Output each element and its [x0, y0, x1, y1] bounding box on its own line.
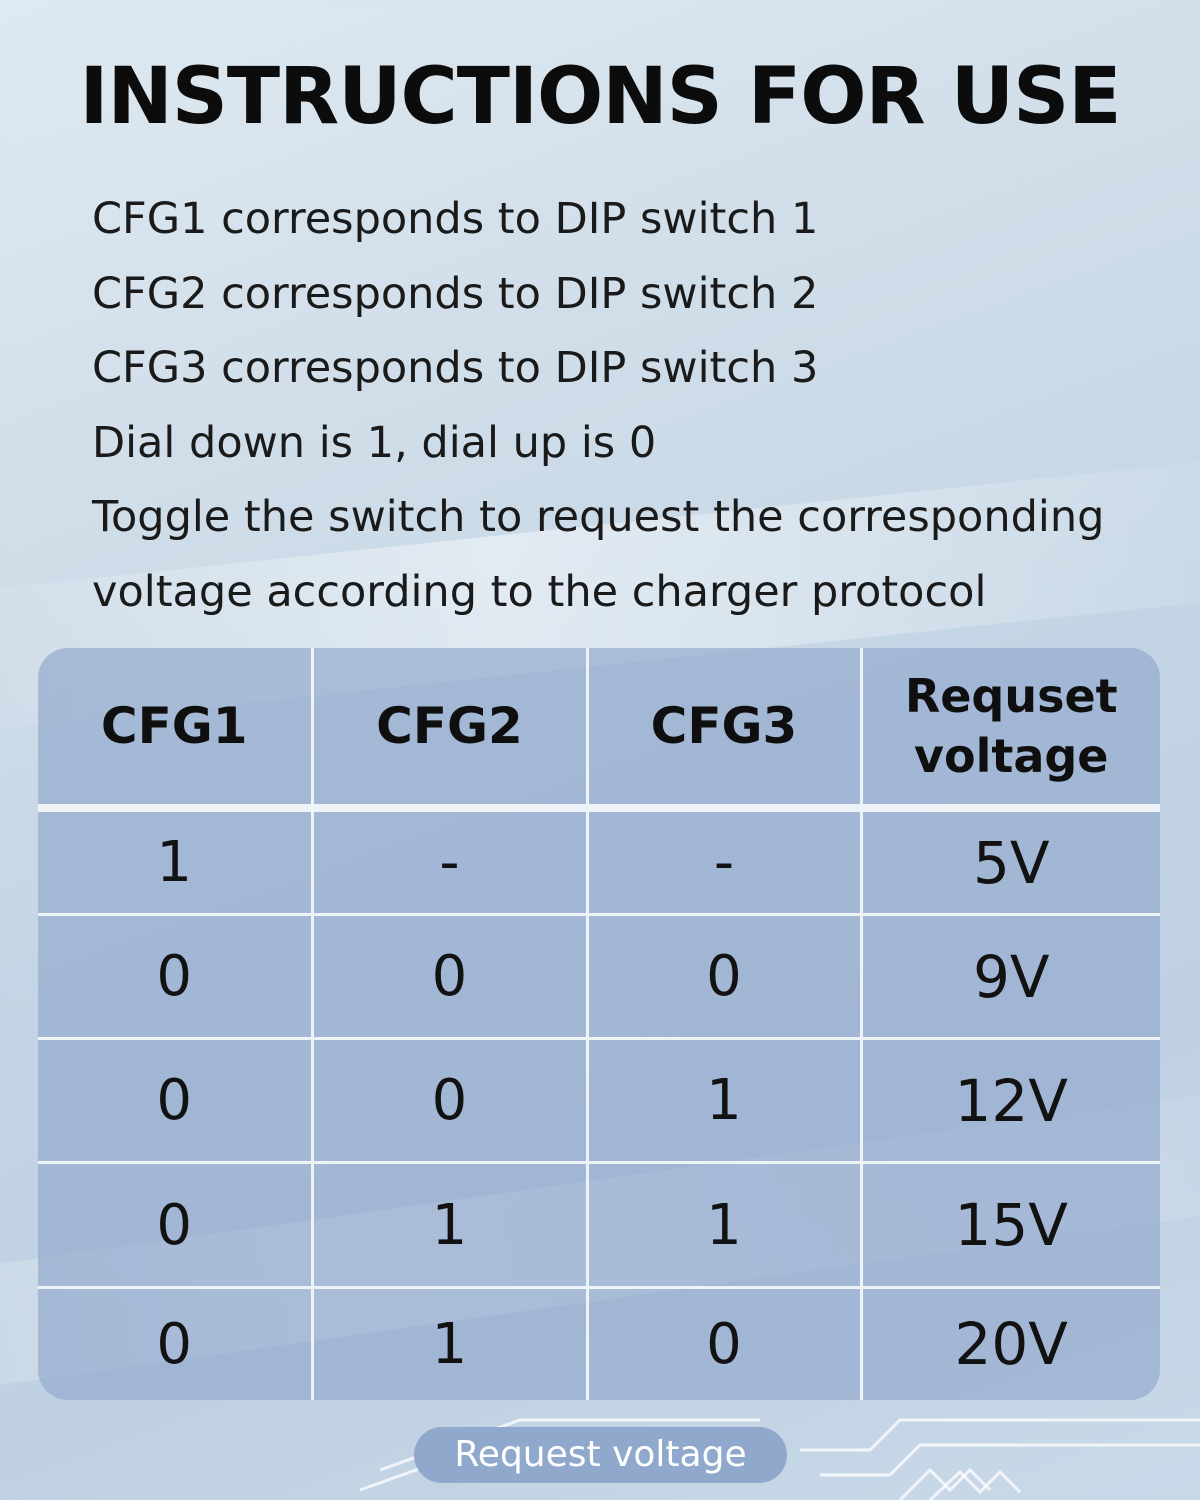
table-row: 0 0 0 9V — [38, 914, 1160, 1041]
cell-cfg3: 0 — [587, 914, 863, 1041]
header-request-voltage-line2: voltage — [913, 729, 1109, 783]
instruction-line: CFG2 corresponds to DIP switch 2 — [92, 268, 819, 319]
cell-voltage: 15V — [861, 1162, 1160, 1289]
cell-voltage: 9V — [861, 914, 1160, 1041]
cell-cfg3: 1 — [587, 1162, 863, 1289]
cell-cfg3: 1 — [587, 1038, 863, 1165]
cell-cfg3: - — [587, 808, 863, 917]
table-row: 0 1 0 20V — [38, 1287, 1160, 1400]
cell-cfg1: 0 — [38, 1287, 314, 1400]
cell-cfg2: 1 — [312, 1162, 589, 1289]
cell-cfg2: 0 — [312, 1038, 589, 1165]
cell-voltage: 20V — [954, 1310, 1068, 1379]
voltage-table: CFG1 CFG2 CFG3 Requset voltage 1 - - 5V … — [38, 648, 1160, 1400]
header-cfg3: CFG3 — [587, 648, 863, 812]
page-title: INSTRUCTIONS FOR USE — [79, 52, 1121, 142]
header-cfg2: CFG2 — [312, 648, 589, 812]
voltage-config-table: CFG1 CFG2 CFG3 Requset voltage 1 - - 5V … — [38, 648, 1160, 1400]
request-voltage-badge: Request voltage — [414, 1427, 787, 1483]
cell-cfg2: 1 — [312, 1287, 589, 1400]
header-cfg1: CFG1 — [38, 648, 314, 812]
header-request-voltage-line1: Requset — [904, 669, 1118, 723]
table-header-row: CFG1 CFG2 CFG3 Requset voltage — [38, 648, 1160, 812]
cell-cfg2: - — [312, 808, 589, 917]
instruction-line: Dial down is 1, dial up is 0 — [92, 417, 657, 468]
cell-cfg1: 0 — [38, 914, 314, 1041]
cell-cfg1: 0 — [38, 1038, 314, 1165]
instruction-line: CFG3 corresponds to DIP switch 3 — [92, 343, 819, 393]
cell-cfg1: 0 — [38, 1162, 314, 1289]
instruction-line: voltage according to the charger protoco… — [92, 566, 987, 617]
cell-cfg2: 0 — [312, 914, 589, 1041]
header-request-voltage: Requset voltage — [861, 648, 1160, 812]
table-row: 1 - - 5V — [38, 808, 1160, 917]
instruction-list: CFG1 corresponds to DIP switch 1 CFG2 co… — [92, 182, 1152, 629]
cell-voltage: 5V — [861, 808, 1160, 917]
instruction-line: CFG1 corresponds to DIP switch 1 — [92, 194, 819, 244]
cell-voltage: 12V — [861, 1038, 1160, 1165]
table-row: 0 0 1 12V — [38, 1038, 1160, 1165]
table-row: 0 1 1 15V — [38, 1162, 1160, 1289]
cell-cfg3: 0 — [587, 1287, 863, 1400]
cell-cfg1: 1 — [38, 808, 314, 917]
instruction-line: Toggle the switch to request the corresp… — [92, 492, 1105, 542]
